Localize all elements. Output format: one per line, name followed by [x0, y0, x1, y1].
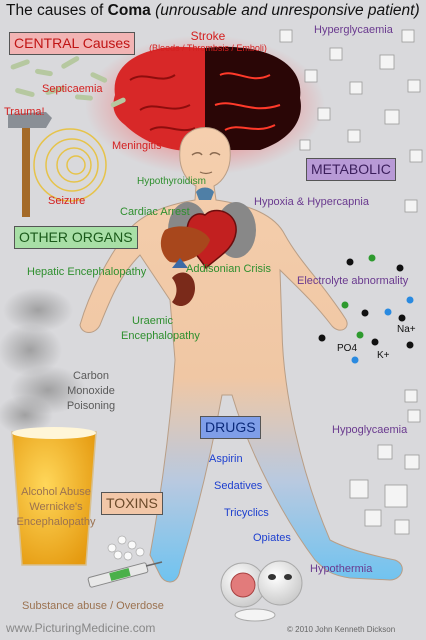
toxins-label: TOXINS [101, 492, 163, 515]
septicaemia-label: Septicaemia [42, 83, 103, 95]
carbon-monoxide-line1: Carbon [72, 370, 110, 382]
hypoxia-label: Hypoxia & Hypercapnia [254, 196, 369, 208]
brain-image [113, 46, 301, 151]
seizure-icon [33, 128, 107, 202]
hypothyroidism-label: Hypothyroidism [137, 176, 206, 187]
hammer-icon [8, 112, 52, 217]
copyright-label: © 2010 John Kenneth Dickson [287, 625, 396, 634]
bacteria-image [10, 56, 126, 108]
seizure-label: Seizure [48, 195, 86, 207]
wernickes-label: Wernicke's [29, 501, 83, 513]
hyperglycaemia-label: Hyperglycaemia [314, 24, 393, 36]
metabolic-label: METABOLIC [306, 158, 396, 181]
other-organs-label: OTHER ORGANS [14, 226, 138, 249]
carbon-monoxide-line3: Poisoning [66, 400, 116, 412]
cardiac-arrest-label: Cardiac Arrest [120, 206, 190, 218]
thyroid-image [196, 187, 214, 200]
kidney-image [172, 272, 195, 307]
electrolyte-label: Electrolyte abnormality [297, 275, 409, 287]
hypothermia-label: Hypothermia [310, 563, 373, 575]
stroke-label: Stroke [190, 29, 226, 43]
liver-image [160, 226, 210, 263]
meningitis-label: Meningitis [112, 140, 162, 152]
addisonian-crisis-label: Addisonian Crisis [186, 263, 271, 275]
substance-abuse-label: Substance abuse / Overdose [22, 600, 164, 612]
glucose-cubes-image [279, 29, 423, 535]
page-title: The causes of Coma (unrousable and unres… [6, 2, 420, 19]
stroke-detail-label: (Bleeds / Thrombsis / Emboli) [149, 43, 267, 53]
syringe-icon [87, 561, 163, 588]
adrenal-image [172, 258, 188, 268]
ion-na-label: Na+ [397, 324, 416, 335]
uraemic-label: Uraemic [132, 315, 173, 327]
hypoglycaemia-label: Hypoglycaemia [332, 424, 408, 436]
drug-sedatives-label: Sedatives [214, 480, 263, 492]
face-image [191, 152, 221, 175]
hepatic-encephalopathy-label: Hepatic Encephalopathy [27, 266, 147, 278]
central-causes-label: CENTRAL Causes [9, 32, 136, 55]
beer-glass-image [11, 427, 97, 566]
uraemic-encephalopathy-label: Encephalopathy [121, 330, 200, 342]
drugs-label: DRUGS [200, 416, 261, 439]
trauma-label: Trauma! [4, 106, 45, 118]
ion-k-label: K+ [377, 350, 390, 361]
website-link[interactable]: www.PicturingMedicine.com [6, 621, 156, 635]
electrolyte-dots-image [318, 254, 414, 364]
drug-tricyclics-label: Tricyclics [224, 507, 269, 519]
pills-image [107, 535, 145, 561]
drug-opiates-label: Opiates [253, 532, 291, 544]
patient-body [79, 127, 403, 583]
encephalopathy-label: Encephalopathy [16, 516, 96, 528]
drug-aspirin-label: Aspirin [209, 453, 243, 465]
alcohol-abuse-label: Alcohol Abuse [21, 486, 91, 498]
ion-po4-label: PO4 [337, 343, 358, 354]
carbon-monoxide-line2: Monoxide [67, 385, 115, 397]
smoke-image [0, 288, 86, 435]
drug-pills-image [220, 560, 303, 622]
